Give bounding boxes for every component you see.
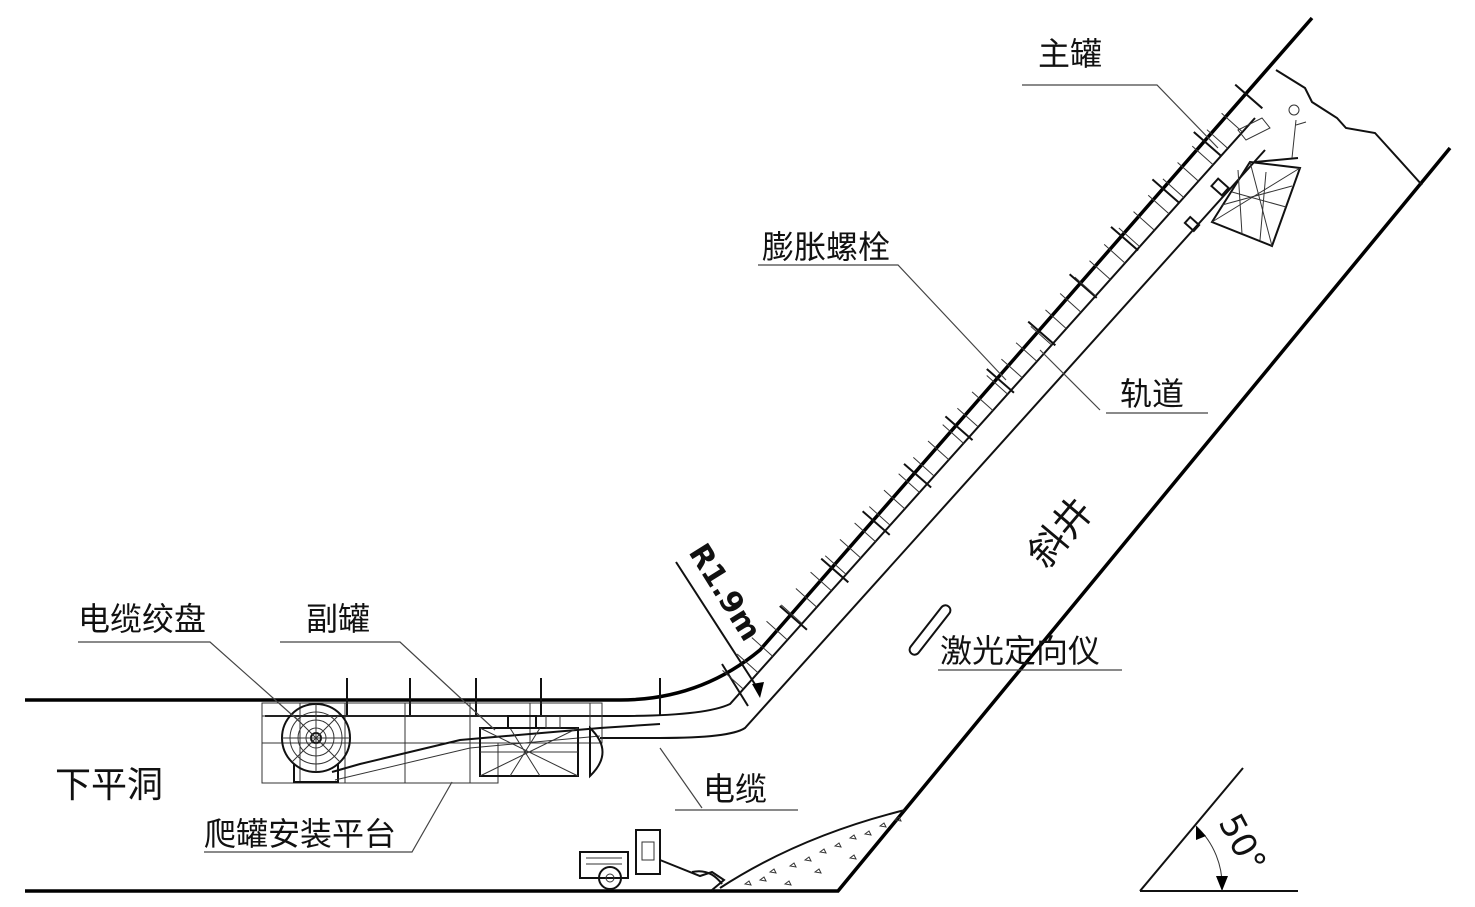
rail-tie bbox=[766, 620, 788, 641]
muck-pile bbox=[719, 809, 906, 889]
rail-tie bbox=[1045, 309, 1067, 329]
cable-line bbox=[331, 723, 661, 773]
muck-speck bbox=[878, 822, 887, 828]
muck-speck bbox=[863, 830, 872, 836]
muck-speck bbox=[848, 834, 857, 840]
label-auxiliary-tank: 副罐 bbox=[306, 600, 370, 638]
rail-tie bbox=[1177, 162, 1199, 182]
label-expansion-bolt: 膨胀螺栓 bbox=[762, 228, 890, 266]
label-cable-reel: 电缆绞盘 bbox=[78, 600, 206, 638]
rail-tie bbox=[898, 473, 920, 493]
loader-vehicle-icon bbox=[579, 829, 726, 891]
rail-tie bbox=[1162, 178, 1185, 198]
rail-tie bbox=[1030, 325, 1052, 346]
expansion-bolt bbox=[1110, 226, 1139, 252]
cable-line-2 bbox=[334, 735, 601, 781]
rail-tie bbox=[1191, 145, 1214, 166]
rock-face bbox=[1275, 69, 1423, 186]
rail-tie bbox=[1118, 227, 1141, 248]
rail-tie bbox=[1103, 244, 1126, 264]
label-laser-guide: 激光定向仪 bbox=[940, 632, 1100, 670]
rail-tie bbox=[839, 538, 862, 559]
rail-tie bbox=[1015, 342, 1038, 362]
expansion-bolt bbox=[779, 605, 808, 631]
upper-wall bbox=[25, 16, 1314, 702]
label-platform: 爬罐安装平台 bbox=[204, 815, 396, 853]
muck-speck bbox=[813, 868, 822, 874]
rail-tie bbox=[722, 670, 744, 690]
label-radius: R1.9m bbox=[681, 538, 768, 648]
rail-tie bbox=[810, 571, 832, 592]
muck-pile-dots bbox=[743, 816, 902, 886]
muck-speck bbox=[783, 880, 792, 886]
label-main-tank: 主罐 bbox=[1038, 35, 1102, 73]
rail-tie bbox=[957, 407, 979, 428]
rail-tie bbox=[751, 637, 774, 657]
rail-tie bbox=[1001, 358, 1023, 379]
rail-tie bbox=[824, 555, 847, 575]
expansion-bolt bbox=[1027, 320, 1056, 347]
rail-tie bbox=[1133, 211, 1155, 231]
rail-tie bbox=[1089, 260, 1111, 280]
label-cable: 电缆 bbox=[703, 770, 767, 808]
rail-tie bbox=[971, 391, 994, 411]
expansion-bolt bbox=[1068, 273, 1098, 299]
rail-tie bbox=[912, 457, 935, 477]
label-inclined-shaft: 斜井 bbox=[1019, 489, 1102, 576]
expansion-bolt bbox=[944, 415, 974, 441]
auxiliary-tank-icon bbox=[479, 715, 604, 779]
label-angle: 50° bbox=[1210, 807, 1274, 879]
rail-outer bbox=[265, 117, 1256, 717]
expansion-bolt bbox=[721, 663, 749, 707]
rail-tie bbox=[942, 424, 964, 444]
rail-tie bbox=[1059, 293, 1082, 313]
muck-speck bbox=[848, 854, 857, 860]
expansion-bolt bbox=[1234, 83, 1263, 110]
muck-speck bbox=[833, 842, 842, 848]
angle-marker bbox=[1139, 767, 1298, 892]
rail-tie bbox=[795, 588, 818, 608]
main-tank-icon bbox=[1183, 104, 1307, 248]
rail-tie bbox=[868, 506, 891, 526]
rail-tie bbox=[1147, 194, 1170, 215]
expansion-bolt bbox=[1151, 178, 1181, 204]
muck-speck bbox=[788, 862, 797, 868]
rail-tie bbox=[1206, 129, 1229, 149]
rail-tie bbox=[1074, 276, 1097, 297]
leader-lines bbox=[78, 84, 1219, 853]
rail-tie bbox=[986, 375, 1008, 395]
muck-speck bbox=[743, 880, 752, 886]
expansion-bolt bbox=[986, 368, 1015, 394]
muck-speck bbox=[893, 816, 902, 822]
rail-tie bbox=[883, 489, 906, 510]
muck-speck bbox=[768, 868, 777, 874]
rail-tie bbox=[854, 522, 876, 543]
laser-guide-icon bbox=[908, 604, 952, 656]
radius-marker bbox=[675, 561, 764, 698]
rail-inner bbox=[600, 149, 1266, 739]
expansion-bolt bbox=[1193, 131, 1222, 157]
cable-reel-icon bbox=[281, 703, 351, 783]
rail-tie bbox=[780, 604, 803, 624]
rail-ties bbox=[722, 112, 1243, 690]
muck-speck bbox=[803, 856, 812, 862]
rail-tie bbox=[736, 653, 759, 674]
label-lower-adit: 下平洞 bbox=[55, 765, 163, 806]
rail-tie bbox=[1221, 112, 1243, 133]
label-rail: 轨道 bbox=[1120, 375, 1184, 413]
muck-speck bbox=[818, 848, 827, 854]
rail-tie bbox=[927, 440, 950, 461]
muck-speck bbox=[758, 876, 767, 882]
lower-wall bbox=[25, 146, 1452, 893]
